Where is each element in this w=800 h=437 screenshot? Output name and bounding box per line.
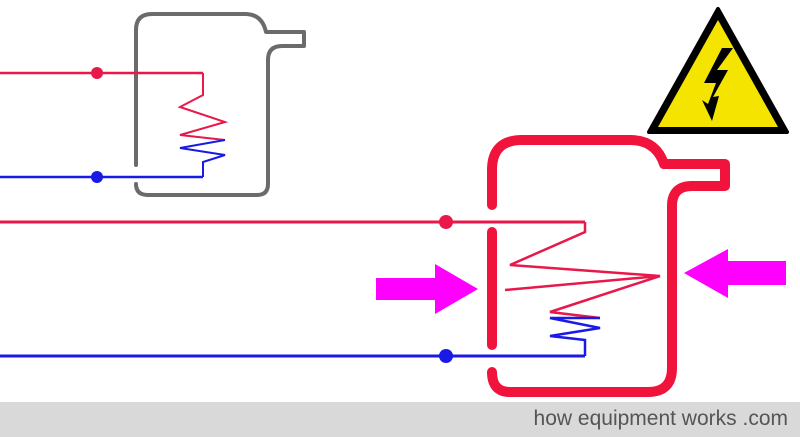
small-vessel-group <box>0 12 306 197</box>
large-hot-coil <box>504 222 661 320</box>
large-hot-node <box>439 215 453 229</box>
small-hot-node <box>91 67 103 79</box>
large-cold-coil <box>549 316 601 356</box>
footer-brand: how equipment works .com <box>533 407 788 430</box>
pressure-arrow-right-icon <box>684 249 786 298</box>
pressure-arrow-left-icon <box>376 264 478 314</box>
small-hot-coil <box>177 73 229 141</box>
large-vessel-group <box>0 135 730 397</box>
large-vessel-outline <box>487 135 730 397</box>
lightning-bolt-icon <box>702 48 733 121</box>
large-cold-node <box>439 349 453 363</box>
small-cold-node <box>91 171 103 183</box>
small-cold-coil <box>179 139 226 177</box>
footer-bar: how equipment works .com <box>0 402 800 437</box>
small-vessel-outline <box>134 12 306 197</box>
high-voltage-warning-icon <box>647 7 789 134</box>
